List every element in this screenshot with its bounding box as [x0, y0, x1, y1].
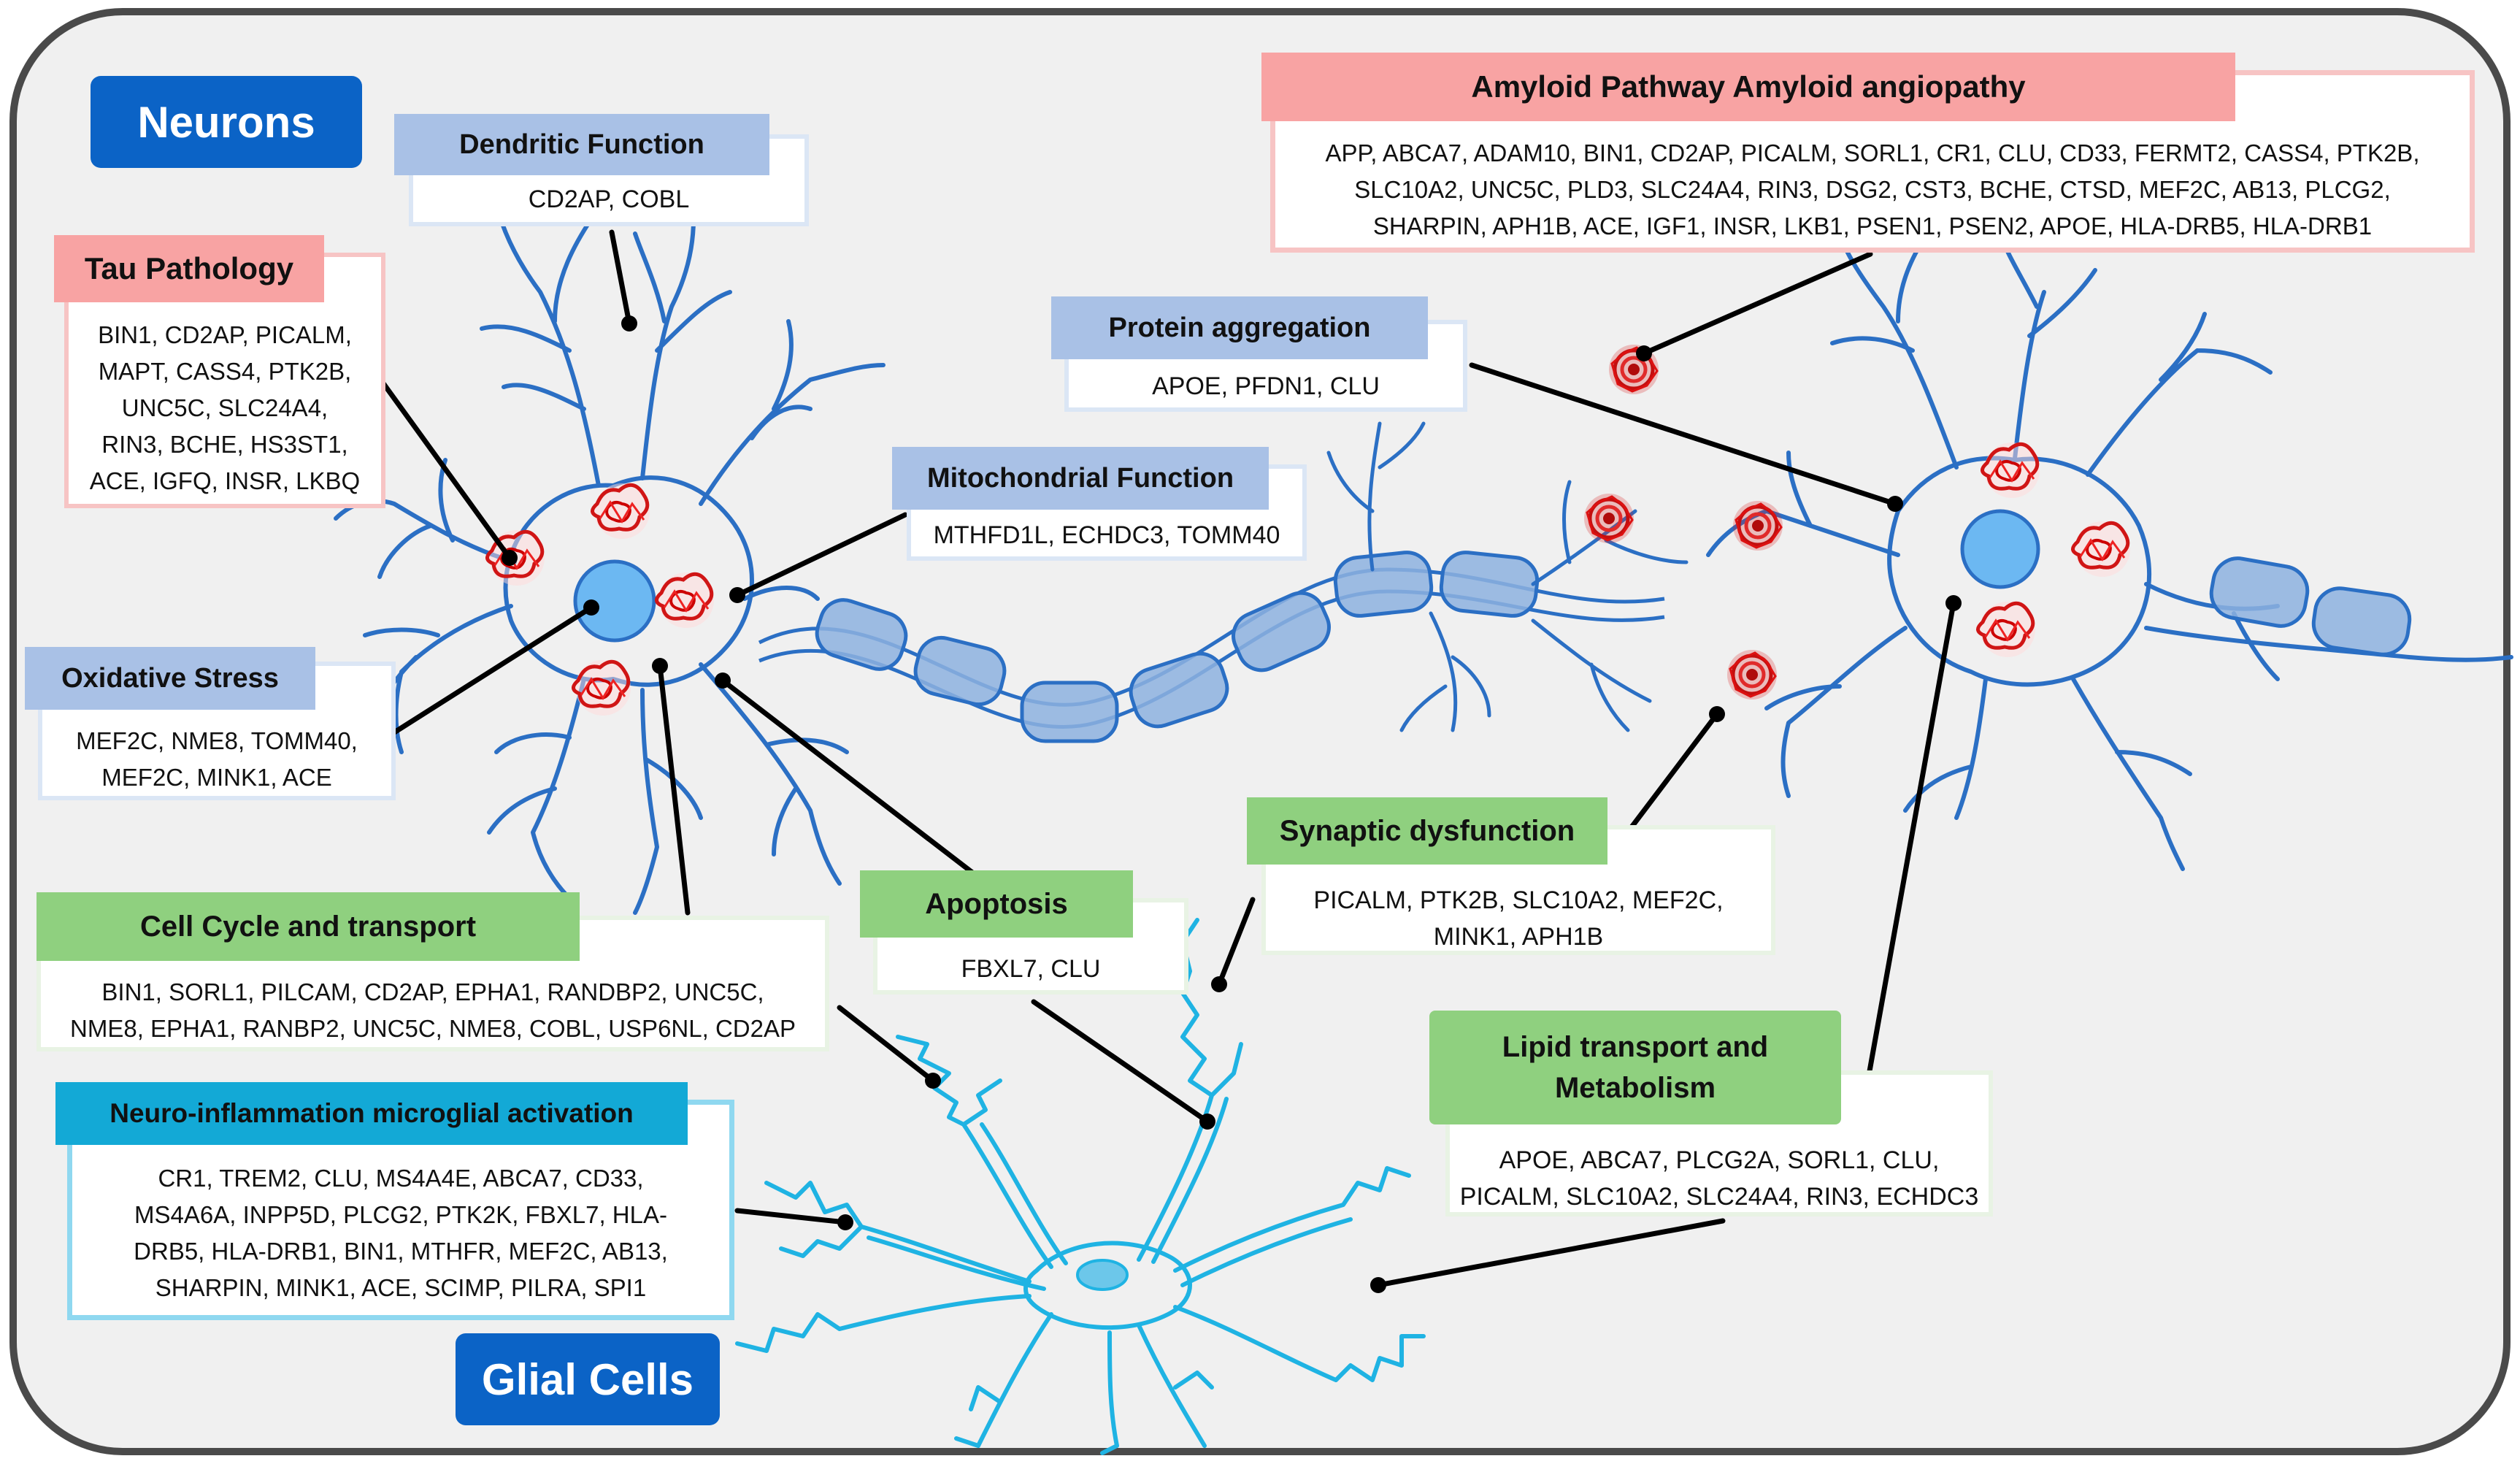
- oxidative-genes: MEF2C, NME8, TOMM40, MEF2C, MINK1, ACE: [76, 727, 358, 791]
- mito-genes: MTHFD1L, ECHDC3, TOMM40: [933, 521, 1280, 549]
- neuroinfl-header: Neuro-inflammation microglial activation: [55, 1082, 688, 1145]
- mito-title: Mitochondrial Function: [926, 462, 1234, 494]
- left-nucleus: [573, 559, 656, 643]
- tau-header: Tau Pathology: [54, 235, 324, 302]
- amyloid-title: Amyloid Pathway Amyloid angiopathy: [1471, 69, 2026, 104]
- cellcycle-genes: BIN1, SORL1, PILCAM, CD2AP, EPHA1, RANDB…: [70, 978, 796, 1042]
- synaptic-title: Synaptic dysfunction: [1279, 814, 1575, 847]
- neuroinfl-title: Neuro-inflammation microglial activation: [110, 1098, 634, 1128]
- oxidative-header: Oxidative Stress: [25, 647, 315, 710]
- oxidative-title: Oxidative Stress: [61, 662, 279, 694]
- mito-header: Mitochondrial Function: [892, 447, 1269, 510]
- cellcycle-title: Cell Cycle and transport: [139, 910, 477, 943]
- lipid-title: Lipid transport and Metabolism: [1502, 1031, 1769, 1104]
- apoptosis-title: Apoptosis: [925, 887, 1068, 920]
- tau-genes: BIN1, CD2AP, PICALM, MAPT, CASS4, PTK2B,…: [89, 321, 361, 494]
- glial-title-text: Glial Cells: [481, 1354, 694, 1404]
- right-neuron: [1706, 231, 2513, 871]
- connector-lines: [377, 229, 1956, 1288]
- right-nucleus: [1960, 509, 2040, 589]
- right-myelin: [2209, 556, 2412, 656]
- tau-title: Tau Pathology: [84, 251, 294, 285]
- lipid-header: Lipid transport and Metabolism: [1429, 1011, 1841, 1124]
- connector-dots: [502, 315, 1962, 1293]
- synaptic-header: Synaptic dysfunction: [1247, 797, 1607, 865]
- dendritic-header: Dendritic Function: [394, 114, 769, 175]
- myelinated-axon: [758, 551, 1665, 743]
- protein-title: Protein aggregation: [1108, 312, 1371, 343]
- lipid-genes: APOE, ABCA7, PLCG2A, SORL1, CLU, PICALM,…: [1459, 1146, 1979, 1211]
- dendritic-title: Dendritic Function: [459, 129, 704, 160]
- glial-title: Glial Cells: [456, 1333, 720, 1425]
- neuroinfl-genes: CR1, TREM2, CLU, MS4A4E, ABCA7, CD33, MS…: [134, 1165, 668, 1301]
- protein-genes: APOE, PFDN1, CLU: [1152, 372, 1380, 400]
- neurons-title: Neurons: [91, 76, 362, 168]
- left-neuron: [334, 202, 886, 915]
- synaptic-genes: PICALM, PTK2B, SLC10A2, MEF2C, MINK1, AP…: [1313, 886, 1724, 951]
- glial-nucleus: [1076, 1259, 1129, 1291]
- protein-header: Protein aggregation: [1051, 296, 1428, 359]
- cellcycle-header: Cell Cycle and transport: [37, 892, 580, 961]
- glial-cell: [735, 918, 1426, 1455]
- amyloid-genes: APP, ABCA7, ADAM10, BIN1, CD2AP, PICALM,…: [1325, 139, 2420, 239]
- amyloid-header: Amyloid Pathway Amyloid angiopathy: [1261, 53, 2235, 121]
- apoptosis-genes: FBXL7, CLU: [961, 955, 1101, 983]
- neurons-title-text: Neurons: [137, 97, 315, 147]
- apoptosis-header: Apoptosis: [860, 870, 1133, 938]
- dendritic-genes: CD2AP, COBL: [528, 185, 690, 213]
